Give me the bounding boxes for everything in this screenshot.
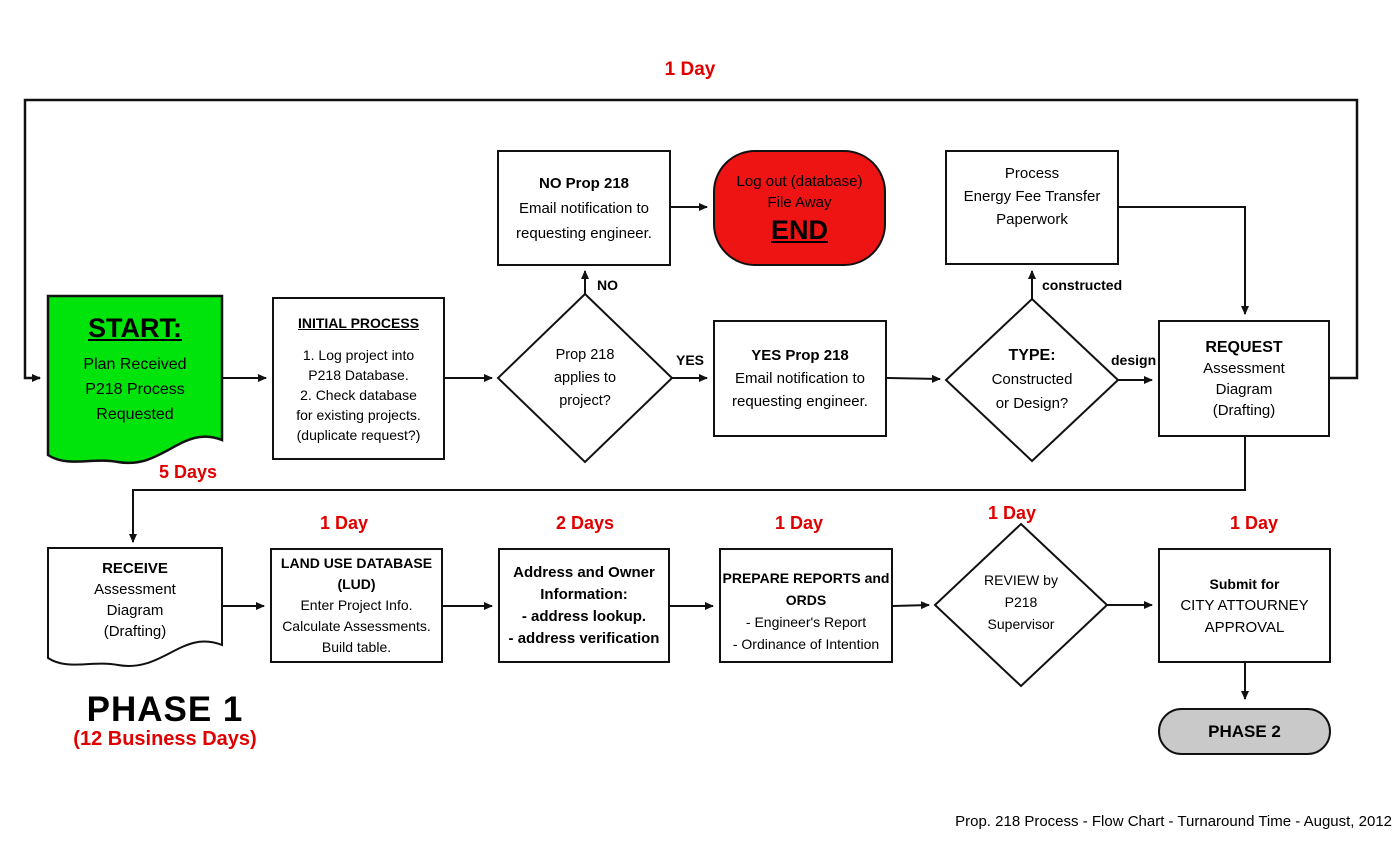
receive-line: Assessment bbox=[94, 581, 176, 598]
review-line: REVIEW by bbox=[984, 572, 1058, 588]
prepare-reports-node: PREPARE REPORTS and ORDS - Engineer's Re… bbox=[719, 548, 893, 663]
type-diamond bbox=[944, 297, 1120, 463]
process-energy-line: Paperwork bbox=[996, 211, 1068, 228]
request-line: (Drafting) bbox=[1212, 401, 1276, 419]
review-diamond bbox=[933, 522, 1109, 688]
prop218-applies-line: Prop 218 bbox=[555, 346, 615, 363]
timing-label-loop: 1 Day bbox=[664, 59, 716, 80]
address-line: - address lookup. bbox=[521, 607, 647, 625]
lud-line: Build table. bbox=[321, 639, 392, 655]
connector-prepare-review bbox=[892, 601, 930, 610]
end-title: END bbox=[770, 215, 828, 245]
start-title: START: bbox=[88, 313, 182, 343]
end-line: File Away bbox=[767, 194, 832, 211]
prepare-line: - Ordinance of Intention bbox=[732, 635, 880, 652]
submit-line: APPROVAL bbox=[1204, 618, 1285, 636]
submit-title: Submit for bbox=[1209, 575, 1280, 592]
timing-label-address: 2 Days bbox=[555, 513, 615, 533]
initial-process-node: INITIAL PROCESS 1. Log project into P218… bbox=[272, 297, 445, 460]
lud-title: LAND USE DATABASE bbox=[280, 555, 433, 571]
process-energy-line: Process bbox=[1004, 165, 1060, 182]
connector-request-receive bbox=[129, 437, 1246, 543]
type-diamond-text: TYPE: Constructed or Design? bbox=[952, 344, 1112, 416]
start-document-shape bbox=[46, 294, 224, 465]
initial-process-title: INITIAL PROCESS bbox=[297, 314, 420, 331]
yes-prop218-node: YES Prop 218 Email notification to reque… bbox=[713, 320, 887, 437]
branch-label-design: design bbox=[1111, 352, 1157, 368]
type-line: Constructed bbox=[991, 371, 1073, 388]
timing-label-prepare: 1 Day bbox=[774, 513, 824, 533]
initial-process-line: 1. Log project into bbox=[302, 346, 415, 363]
start-line: Plan Received bbox=[83, 356, 187, 373]
start-line: Requested bbox=[96, 406, 174, 423]
request-title: REQUEST bbox=[1205, 338, 1283, 356]
address-line: - address verification bbox=[508, 629, 660, 647]
lud-title2: (LUD) bbox=[337, 576, 376, 592]
no-prop218-node: NO Prop 218 Email notification to reques… bbox=[497, 150, 671, 266]
receive-line: (Drafting) bbox=[103, 623, 167, 640]
phase1-label-block: PHASE 1 (12 Business Days) bbox=[40, 690, 290, 751]
review-line: Supervisor bbox=[987, 616, 1055, 632]
city-attorney-approval-node: Submit for CITY ATTOURNEY APPROVAL bbox=[1158, 548, 1331, 663]
no-prop218-title: NO Prop 218 bbox=[538, 174, 630, 192]
request-line: Diagram bbox=[1215, 380, 1273, 398]
request-line: Assessment bbox=[1203, 359, 1285, 377]
process-energy-node: Process Energy Fee Transfer Paperwork bbox=[945, 150, 1119, 265]
prepare-title2: ORDS bbox=[785, 591, 827, 608]
timing-label-review: 1 Day bbox=[987, 503, 1037, 523]
type-title: TYPE: bbox=[1008, 347, 1056, 364]
no-prop218-line: requesting engineer. bbox=[516, 224, 652, 242]
branch-label-yes: YES bbox=[676, 352, 705, 368]
chart-caption: Prop. 218 Process - Flow Chart - Turnaro… bbox=[955, 813, 1392, 830]
address-owner-node: Address and Owner Information: - address… bbox=[498, 548, 670, 663]
review-line: P218 bbox=[1004, 594, 1038, 610]
end-terminator-node: Log out (database) File Away END bbox=[713, 150, 886, 266]
prepare-title: PREPARE REPORTS and bbox=[722, 569, 890, 586]
address-line: Address and Owner bbox=[513, 563, 655, 581]
no-prop218-line: Email notification to bbox=[518, 199, 650, 217]
prop218-applies-line: applies to bbox=[553, 369, 617, 386]
submit-line: CITY ATTOURNEY bbox=[1180, 596, 1309, 614]
phase2-title: PHASE 2 bbox=[1208, 721, 1281, 741]
yes-prop218-line: requesting engineer. bbox=[732, 393, 868, 410]
connector-yes-type bbox=[886, 374, 941, 383]
prop218-applies-line: project? bbox=[559, 392, 611, 409]
phase1-title: PHASE 1 bbox=[86, 690, 244, 729]
connector-loop-request-to-start bbox=[23, 98, 1359, 382]
timing-label-5-days: 5 Days bbox=[158, 462, 218, 482]
initial-process-line: for existing projects. bbox=[296, 406, 421, 423]
branch-label-no: NO bbox=[597, 277, 618, 293]
request-assessment-node: REQUEST Assessment Diagram (Drafting) bbox=[1158, 320, 1330, 437]
address-line: Information: bbox=[540, 585, 628, 603]
prepare-line: - Engineer's Report bbox=[745, 613, 867, 630]
timing-label-submit: 1 Day bbox=[1229, 513, 1279, 533]
connector-energy-request bbox=[1119, 206, 1249, 315]
yes-prop218-line: Email notification to bbox=[734, 370, 866, 387]
type-line: or Design? bbox=[995, 395, 1069, 412]
lud-line: Enter Project Info. bbox=[300, 597, 413, 613]
connectors bbox=[23, 98, 1359, 700]
receive-document-shape bbox=[47, 547, 223, 667]
land-use-database-node: LAND USE DATABASE (LUD) Enter Project In… bbox=[270, 548, 443, 663]
review-diamond-text: REVIEW by P218 Supervisor bbox=[941, 567, 1101, 637]
yes-prop218-title: YES Prop 218 bbox=[751, 347, 849, 364]
start-node-text: START: Plan Received P218 Process Reques… bbox=[48, 300, 222, 440]
prop218-applies-text: Prop 218 applies to project? bbox=[505, 340, 665, 416]
receive-line: Diagram bbox=[106, 602, 164, 619]
receive-title: RECEIVE bbox=[102, 560, 168, 577]
phase2-terminator: PHASE 2 bbox=[1158, 708, 1331, 755]
start-line: P218 Process bbox=[85, 381, 185, 398]
process-energy-line: Energy Fee Transfer bbox=[963, 188, 1101, 205]
initial-process-line: (duplicate request?) bbox=[296, 426, 421, 443]
initial-process-line: P218 Database. bbox=[308, 366, 409, 383]
initial-process-line: 2. Check database bbox=[300, 386, 417, 403]
branch-label-constructed: constructed bbox=[1042, 277, 1123, 293]
timing-label-lud: 1 Day bbox=[319, 513, 369, 533]
phase1-subtitle: (12 Business Days) bbox=[73, 728, 257, 750]
prop218-applies-diamond bbox=[496, 292, 674, 464]
end-line: Log out (database) bbox=[736, 173, 863, 190]
receive-node-text: RECEIVE Assessment Diagram (Drafting) bbox=[48, 552, 222, 648]
lud-line: Calculate Assessments. bbox=[282, 618, 431, 634]
